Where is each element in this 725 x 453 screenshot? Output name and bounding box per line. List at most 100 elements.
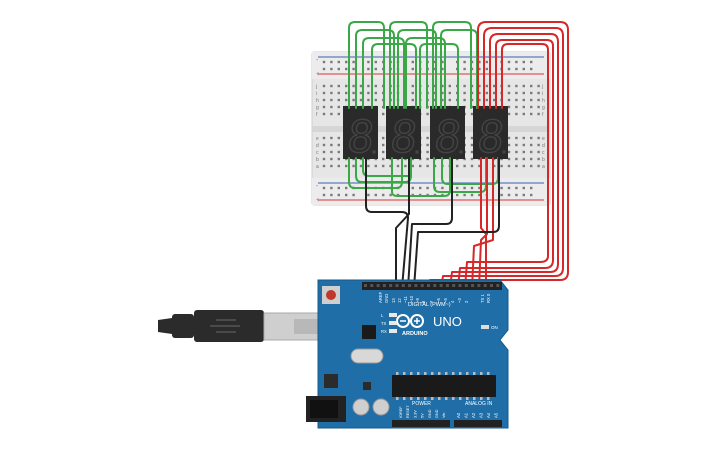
breadboard-hole[interactable] — [515, 136, 518, 140]
breadboard-hole[interactable] — [485, 91, 488, 95]
breadboard-hole[interactable] — [345, 164, 348, 168]
black-wire[interactable] — [413, 157, 500, 289]
rail-hole[interactable] — [382, 193, 385, 197]
digital-header[interactable] — [362, 282, 502, 290]
breadboard-hole[interactable] — [352, 164, 355, 168]
header-pin[interactable] — [376, 284, 380, 287]
breadboard-hole[interactable] — [522, 98, 525, 102]
rail-hole[interactable] — [337, 186, 340, 190]
seven-segment-display-4[interactable]: 8 — [473, 106, 508, 164]
green-wire[interactable] — [355, 29, 395, 109]
breadboard-hole[interactable] — [359, 164, 363, 168]
breadboard-hole[interactable] — [337, 112, 340, 116]
header-pin[interactable] — [471, 284, 475, 287]
breadboard-hole[interactable] — [537, 150, 540, 154]
breadboard-hole[interactable] — [337, 164, 340, 168]
breadboard-hole[interactable] — [493, 91, 496, 95]
breadboard-hole[interactable] — [322, 112, 326, 116]
rail-hole[interactable] — [411, 186, 414, 190]
breadboard-hole[interactable] — [515, 157, 518, 161]
rail-hole[interactable] — [441, 60, 444, 64]
breadboard-hole[interactable] — [448, 98, 451, 102]
header-pin[interactable] — [439, 284, 443, 287]
breadboard-hole[interactable] — [448, 84, 451, 88]
breadboard-hole[interactable] — [367, 84, 370, 88]
breadboard-hole[interactable] — [382, 150, 385, 154]
rail-hole[interactable] — [515, 67, 518, 71]
breadboard-hole[interactable] — [374, 164, 377, 168]
header-pin[interactable] — [458, 284, 462, 287]
breadboard-hole[interactable] — [530, 112, 533, 116]
header-pin[interactable] — [427, 284, 430, 287]
green-wire[interactable] — [389, 21, 428, 109]
breadboard-hole[interactable] — [530, 164, 533, 168]
breadboard-hole[interactable] — [530, 150, 533, 154]
breadboard-hole[interactable] — [441, 98, 444, 102]
rail-hole[interactable] — [374, 67, 377, 71]
rail-hole[interactable] — [485, 67, 488, 71]
breadboard-hole[interactable] — [515, 150, 518, 154]
breadboard-hole[interactable] — [470, 136, 474, 140]
breadboard-hole[interactable] — [537, 91, 540, 95]
breadboard-hole[interactable] — [537, 157, 540, 161]
breadboard-hole[interactable] — [322, 105, 326, 109]
breadboard-hole[interactable] — [359, 98, 363, 102]
rail-hole[interactable] — [515, 186, 518, 190]
rail-hole[interactable] — [530, 67, 533, 71]
header-pin[interactable] — [452, 284, 456, 287]
header-pin[interactable] — [382, 284, 386, 287]
breadboard-hole[interactable] — [537, 98, 540, 102]
breadboard-hole[interactable] — [470, 143, 474, 147]
breadboard-hole[interactable] — [448, 91, 451, 95]
rail-hole[interactable] — [322, 67, 326, 71]
rail-hole[interactable] — [507, 67, 511, 71]
breadboard-hole[interactable] — [537, 112, 540, 116]
breadboard-hole[interactable] — [374, 98, 377, 102]
green-wires[interactable] — [348, 21, 499, 197]
breadboard-hole[interactable] — [456, 164, 459, 168]
breadboard-hole[interactable] — [330, 143, 333, 147]
breadboard-hole[interactable] — [530, 143, 533, 147]
rail-hole[interactable] — [330, 186, 333, 190]
rail-hole[interactable] — [530, 193, 533, 197]
breadboard-hole[interactable] — [507, 112, 511, 116]
green-wire[interactable] — [432, 21, 472, 109]
header-pin[interactable] — [364, 284, 367, 287]
breadboard-hole[interactable] — [352, 84, 355, 88]
breadboard-hole[interactable] — [515, 105, 518, 109]
breadboard-hole[interactable] — [470, 112, 474, 116]
breadboard-hole[interactable] — [411, 164, 414, 168]
red-wire[interactable] — [449, 33, 559, 289]
breadboard-hole[interactable] — [522, 136, 525, 140]
rail-hole[interactable] — [507, 193, 511, 197]
breadboard-hole[interactable] — [337, 91, 340, 95]
green-wire[interactable] — [362, 37, 405, 109]
header-pin[interactable] — [477, 284, 481, 287]
rail-hole[interactable] — [330, 60, 333, 64]
rail-hole[interactable] — [456, 193, 459, 197]
rail-hole[interactable] — [463, 193, 466, 197]
breadboard-hole[interactable] — [493, 164, 496, 168]
header-pin[interactable] — [370, 284, 374, 287]
breadboard-hole[interactable] — [359, 91, 363, 95]
green-wire[interactable] — [405, 37, 446, 109]
breadboard-hole[interactable] — [470, 164, 474, 168]
breadboard-hole[interactable] — [411, 84, 414, 88]
breadboard-hole[interactable] — [337, 105, 340, 109]
breadboard-hole[interactable] — [419, 164, 422, 168]
breadboard-hole[interactable] — [537, 105, 540, 109]
header-pin[interactable] — [414, 284, 418, 287]
rail-hole[interactable] — [463, 186, 466, 190]
rail-hole[interactable] — [522, 193, 525, 197]
breadboard-hole[interactable] — [507, 150, 511, 154]
breadboard-hole[interactable] — [330, 98, 333, 102]
breadboard-hole[interactable] — [337, 143, 340, 147]
rail-hole[interactable] — [411, 60, 414, 64]
breadboard-hole[interactable] — [352, 98, 355, 102]
header-pin[interactable] — [395, 284, 399, 287]
green-wire[interactable] — [355, 157, 412, 183]
header-pin[interactable] — [408, 284, 412, 287]
green-wire[interactable] — [441, 157, 499, 185]
